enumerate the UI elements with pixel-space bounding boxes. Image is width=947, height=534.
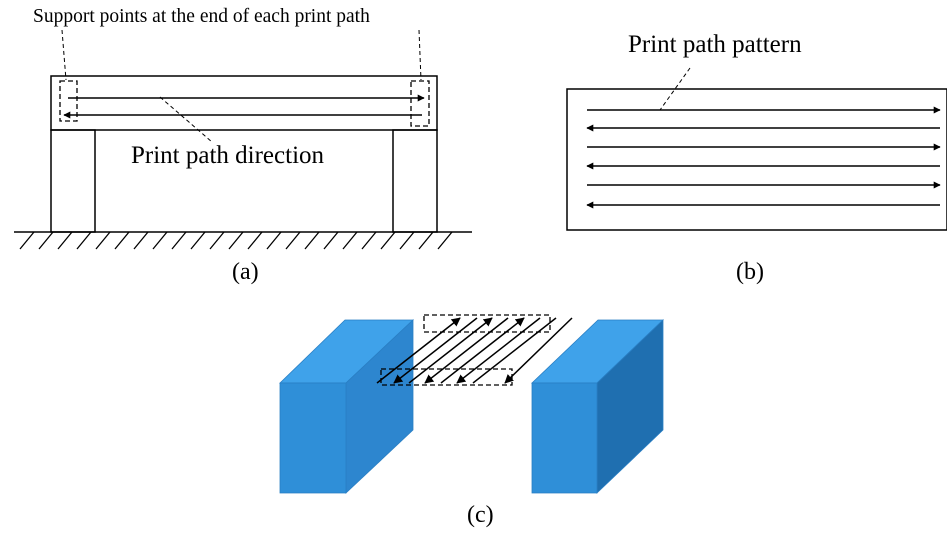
right-block-front	[531, 382, 598, 494]
span-path-7	[472, 317, 557, 384]
caption-b: (b)	[736, 259, 764, 285]
support-leader-left	[61, 29, 67, 81]
panel-b	[566, 67, 947, 231]
hatch-stroke	[19, 231, 35, 250]
right-pier	[392, 129, 438, 233]
hatch-stroke	[361, 231, 377, 250]
ground-hatch	[14, 231, 472, 250]
caption-a: (a)	[232, 259, 259, 285]
print-path-direction-label: Print path direction	[131, 142, 325, 169]
hatch-stroke	[190, 231, 206, 250]
span-path-5	[440, 317, 525, 384]
pattern-frame	[566, 88, 947, 231]
hatch-stroke	[285, 231, 301, 250]
span-path-4	[424, 317, 509, 384]
hatch-stroke	[38, 231, 54, 250]
hatch-stroke	[57, 231, 73, 250]
hatch-stroke	[209, 231, 225, 250]
panel-a	[14, 29, 472, 250]
direction-leader	[159, 96, 213, 143]
left-pier	[50, 129, 96, 233]
hatch-stroke	[323, 231, 339, 250]
support-box-right	[410, 80, 430, 127]
print-path-pattern-label: Print path pattern	[628, 31, 802, 58]
span-path-8	[504, 317, 573, 384]
hatch-stroke	[95, 231, 111, 250]
support-leader-right	[418, 29, 422, 81]
hatch-stroke	[437, 231, 453, 250]
support-box-top	[423, 314, 551, 333]
bridge-deck	[50, 75, 438, 131]
hatch-stroke	[399, 231, 415, 250]
left-block-front	[279, 382, 347, 494]
hatch-stroke	[304, 231, 320, 250]
left-block	[279, 319, 415, 494]
hatch-stroke	[418, 231, 434, 250]
right-block	[531, 319, 664, 494]
hatch-stroke	[342, 231, 358, 250]
caption-c: (c)	[467, 502, 494, 528]
span-path-6	[456, 317, 541, 384]
support-points-label: Support points at the end of each print …	[33, 6, 370, 27]
hatch-stroke	[171, 231, 187, 250]
hatch-stroke	[152, 231, 168, 250]
hatch-stroke	[247, 231, 263, 250]
pattern-leader	[659, 67, 691, 111]
hatch-stroke	[228, 231, 244, 250]
hatch-stroke	[133, 231, 149, 250]
hatch-stroke	[380, 231, 396, 250]
span-path-2	[393, 317, 478, 384]
support-box-left	[59, 80, 78, 122]
hatch-stroke	[114, 231, 130, 250]
span-path-1	[376, 317, 461, 384]
panel-c	[279, 314, 664, 494]
hatch-stroke	[76, 231, 92, 250]
hatch-stroke	[266, 231, 282, 250]
span-path-3	[408, 317, 493, 384]
